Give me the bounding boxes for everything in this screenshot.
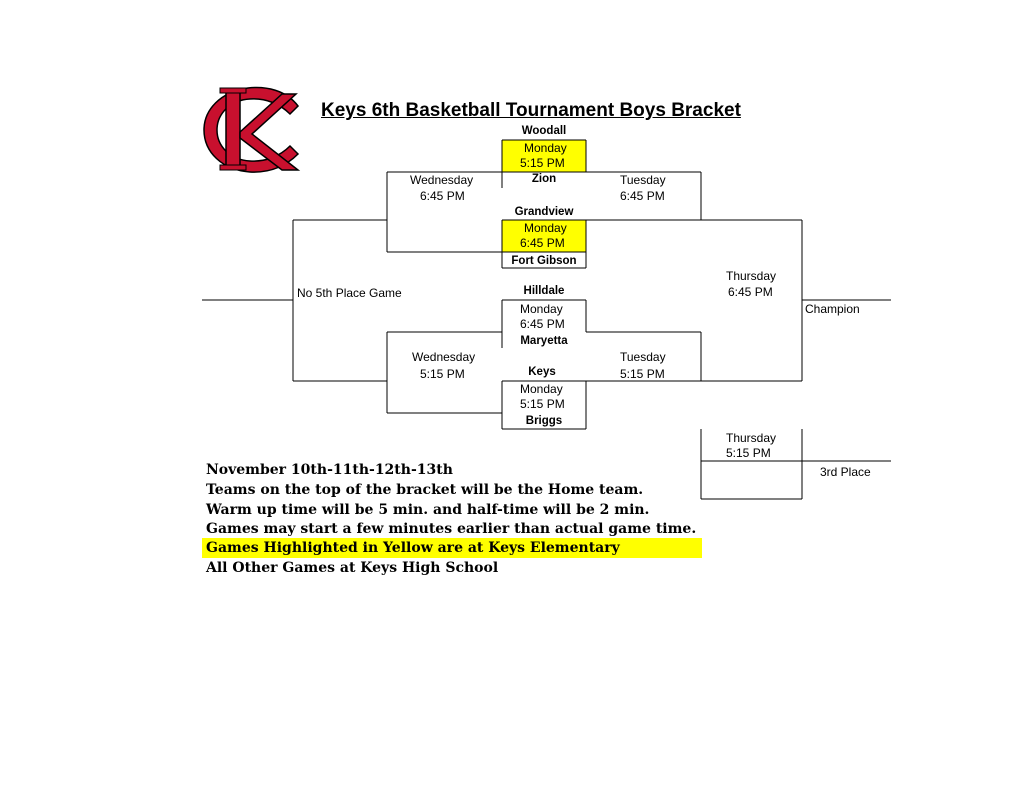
team-briggs: Briggs <box>525 415 563 427</box>
highlight-note <box>202 538 702 558</box>
kc-logo <box>186 84 306 176</box>
game-1-day: Monday <box>524 141 567 155</box>
game-4-time: 5:15 PM <box>520 397 565 411</box>
bottom-wednesday-day: Wednesday <box>412 350 476 364</box>
page-title: Keys 6th Basketball Tournament Boys Brac… <box>321 100 741 121</box>
final-day: Thursday <box>726 269 777 283</box>
note-dates: November 10th-11th-12th-13th <box>206 462 453 478</box>
bottom-wednesday-time: 5:15 PM <box>420 367 465 381</box>
third-place-time: 5:15 PM <box>726 446 771 460</box>
team-fort-gibson: Fort Gibson <box>511 255 577 267</box>
note-highlighted-games: Games Highlighted in Yellow are at Keys … <box>206 540 620 556</box>
team-zion: Zion <box>531 173 557 185</box>
third-place-label: 3rd Place <box>820 465 871 479</box>
final-time: 6:45 PM <box>728 285 773 299</box>
highlight-game-2 <box>502 220 586 252</box>
team-keys: Keys <box>528 366 556 378</box>
kc-logo-icon <box>203 86 301 173</box>
team-maryetta: Maryetta <box>520 335 568 347</box>
team-hilldale: Hilldale <box>523 285 565 297</box>
top-wednesday-day: Wednesday <box>410 173 474 187</box>
game-3-day: Monday <box>520 302 563 316</box>
bottom-tuesday-time: 5:15 PM <box>620 367 665 381</box>
bottom-tuesday-day: Tuesday <box>620 350 666 364</box>
note-warm-up: Warm up time will be 5 min. and half-tim… <box>206 502 650 518</box>
highlight-game-1 <box>502 140 586 172</box>
game-1-time: 5:15 PM <box>520 156 565 170</box>
no-fifth-place-label: No 5th Place Game <box>297 286 402 300</box>
note-home-team: Teams on the top of the bracket will be … <box>206 482 644 498</box>
top-tuesday-day: Tuesday <box>620 173 666 187</box>
team-grandview: Grandview <box>514 206 574 218</box>
game-2-time: 6:45 PM <box>520 236 565 250</box>
note-other-games: All Other Games at Keys High School <box>206 560 499 576</box>
champion-label: Champion <box>805 302 860 316</box>
top-wednesday-time: 6:45 PM <box>420 189 465 203</box>
game-2-day: Monday <box>524 221 567 235</box>
game-3-time: 6:45 PM <box>520 317 565 331</box>
game-4-day: Monday <box>520 382 563 396</box>
team-woodall: Woodall <box>521 125 567 137</box>
third-place-day: Thursday <box>726 431 777 445</box>
note-start-time: Games may start a few minutes earlier th… <box>206 521 697 537</box>
top-tuesday-time: 6:45 PM <box>620 189 665 203</box>
